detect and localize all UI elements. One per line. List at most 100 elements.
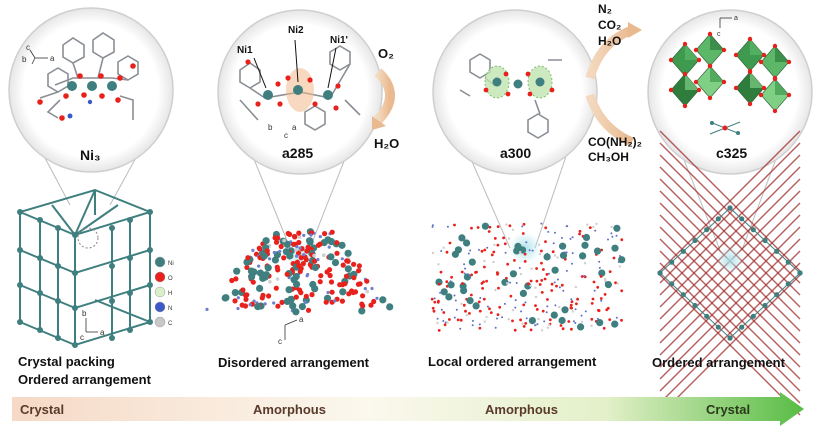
cloud-atom [474,271,477,274]
lattice-bond [659,166,801,308]
cloud-atom [560,283,564,287]
cloud-atom [432,309,436,313]
lattice-ni-atom [727,205,733,211]
progress-label-amorphous-2: Amorphous [485,402,558,417]
cloud-atom [242,303,249,309]
cloud-atom [279,299,285,305]
cloud-atom [550,282,554,286]
cloud-atom [559,324,563,327]
cloud-atom [506,262,510,266]
packing-ni-atom [17,319,23,325]
cloud-atom [557,305,561,309]
cloud-atom [586,223,589,226]
cloud-atom [524,322,528,325]
packing-ni-atom [127,255,133,261]
legend-label-c: C [168,321,173,327]
cloud-atom [304,248,310,254]
cloud-atom [437,263,440,266]
packing-ni-atom [55,335,61,341]
cloud-atom [534,324,537,327]
lattice-bond [659,130,801,272]
cloud-atom [545,311,548,314]
cloud-atom [482,297,486,301]
cloud-atom [616,282,619,285]
panel-a300: a300 Local ordered arrangement [428,9,626,369]
cloud-atom [337,282,343,288]
decomposition-arrow-head [628,22,642,38]
cloud-atom [553,281,556,284]
packing-ni-atom [17,282,23,288]
cloud-atom [489,311,493,314]
cloud-atom [466,297,474,305]
cloud-atom [570,298,573,301]
cloud-atom [433,297,436,300]
cloud-atom [282,238,286,243]
cloud-atom [344,265,352,273]
cloud-atom [312,253,316,258]
cloud-atom [448,318,451,321]
legend-swatch-o [154,271,166,283]
cloud-atom [547,272,550,275]
cloud-atom [593,247,602,255]
cloud-atom [329,229,335,235]
packing-ni-atom [147,247,153,253]
cloud-atom [356,268,362,274]
c325-axes: a c [717,15,738,38]
cloud-atom [600,299,603,302]
packing-ni-atom [127,290,133,296]
lattice-ni-atom [704,227,710,233]
cloud-atom [295,254,299,258]
cloud-atom [540,291,544,294]
cloud-atom [351,275,357,281]
cloud-atom [496,317,498,320]
cloud-atom [524,301,527,304]
cloud-atom [483,320,486,323]
cloud-atom [278,249,282,253]
cloud-atom [244,264,250,270]
octahedron-o-atom [707,31,713,37]
cloud-atom [569,306,573,310]
ni3-packing-axes: b c a [80,309,105,342]
cloud-atom [571,310,574,313]
a285-disordered-atoms [205,228,394,316]
cloud-atom [535,279,539,283]
cloud-atom [535,267,538,270]
lattice-bond [659,142,801,284]
cloud-atom [334,240,340,246]
cloud-atom [555,284,558,288]
cloud-atom [363,287,367,291]
a300-local-ordered-atoms [430,222,626,332]
cloud-atom [431,251,435,255]
octahedron-face [710,66,724,82]
cloud-atom [540,249,543,253]
packing-axis-b: b [82,309,87,318]
cloud-atom [477,300,481,304]
cloud-atom [478,326,482,330]
cloud-atom [371,298,377,305]
cloud-atom [514,299,517,302]
cloud-atom [439,291,442,294]
packing-ni-atom [17,247,23,253]
cloud-atom [298,246,302,250]
cloud-atom [595,222,598,226]
cloud-atom [245,255,251,261]
cloud-atom [596,319,604,327]
cloud-atom [513,247,521,255]
cloud-atom [597,309,601,313]
cloud-atom [247,267,255,275]
cloud-atom [576,297,579,301]
octahedron-o-atom [758,92,764,98]
c325-highlight-haze [716,246,744,274]
cloud-atom [583,262,587,265]
oxidation-step: O₂ H₂O [372,46,399,151]
cloud-atom [503,242,507,246]
panel-c325: a c c325 Ordered arrangement [647,9,813,416]
legend-label-o: O [168,276,173,282]
cloud-atom [248,303,252,307]
crystallinity-progress-bar: Crystal Amorphous Amorphous Crystal [12,392,804,426]
cloud-atom [544,240,547,244]
cloud-atom [261,273,269,281]
cloud-atom [433,300,437,304]
octahedron-o-atom [682,103,688,109]
cloud-atom [488,225,492,229]
